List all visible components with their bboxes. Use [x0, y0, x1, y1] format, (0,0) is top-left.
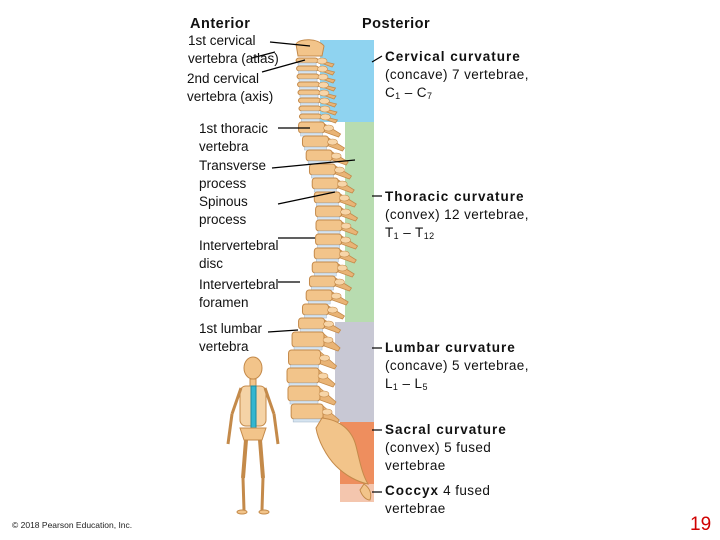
transverse-process	[340, 208, 351, 216]
intervertebral-disc	[292, 418, 322, 423]
sacrum	[315, 417, 370, 485]
vertebra	[290, 403, 324, 420]
vertebra	[308, 275, 336, 288]
transverse-process	[317, 65, 328, 73]
vertebra	[305, 289, 333, 302]
transverse-process	[340, 236, 351, 244]
label-cervical-curvature: Cervical curvature (concave) 7 vertebrae…	[385, 49, 529, 101]
thoracic-region-band	[345, 122, 374, 322]
vertebra	[297, 89, 321, 96]
transverse-process	[334, 166, 345, 174]
vertebra	[315, 205, 343, 218]
vertebra	[297, 81, 321, 88]
transverse-process	[334, 278, 345, 286]
transverse-process	[316, 57, 328, 65]
transverse-process	[319, 105, 331, 113]
copyright-notice: © 2018 Pearson Education, Inc.	[12, 520, 133, 530]
transverse-process	[322, 336, 334, 344]
label-sacral-curvature: Sacral curvature (convex) 5 fused verteb…	[385, 422, 507, 473]
vertebra	[296, 73, 320, 80]
vertebra	[288, 349, 322, 366]
coccyx	[359, 483, 372, 501]
label-thoracic-curvature: Thoracic curvature (convex) 12 vertebrae…	[385, 189, 529, 241]
posterior-header: Posterior	[362, 16, 431, 32]
transverse-process	[330, 292, 342, 300]
transverse-process	[318, 390, 330, 398]
transverse-process	[319, 97, 330, 105]
transverse-process	[338, 250, 350, 258]
transverse-process	[317, 372, 329, 380]
transverse-process	[327, 306, 338, 314]
right-leader-lines	[371, 55, 383, 493]
transverse-process	[330, 152, 342, 160]
vertebra	[298, 105, 322, 112]
vertebra	[298, 113, 322, 120]
lumbar-region-band	[335, 322, 374, 422]
vertebra	[301, 303, 329, 316]
label-lumbar-curvature: Lumbar curvature (concave) 5 vertebrae, …	[385, 340, 529, 392]
transverse-process	[340, 222, 352, 230]
vertebra	[305, 149, 333, 162]
vertebra	[315, 233, 343, 246]
transverse-process	[318, 89, 330, 97]
transverse-process	[338, 194, 350, 202]
transverse-process	[321, 408, 333, 416]
vertebra	[313, 247, 341, 260]
left-leader-lines	[251, 41, 356, 333]
vertebra	[287, 385, 321, 402]
vertebra	[308, 163, 336, 176]
page-number: 19	[690, 514, 712, 535]
transverse-process	[336, 180, 348, 188]
vertebra	[296, 65, 320, 72]
vertebral-column	[286, 39, 359, 424]
transverse-process	[318, 81, 329, 89]
transverse-process	[320, 113, 331, 121]
vertebra	[301, 135, 329, 148]
skeleton-figure	[226, 356, 280, 515]
label-coccyx: Coccyx 4 fused vertebrae	[385, 483, 491, 516]
vertebra	[291, 331, 325, 348]
anterior-header: Anterior	[190, 16, 251, 32]
vertebra	[297, 97, 321, 104]
vertebra	[315, 219, 343, 232]
vertebra	[286, 367, 320, 384]
transverse-process	[317, 73, 329, 81]
transverse-process	[323, 320, 334, 328]
transverse-process	[336, 264, 348, 272]
atlas-vertebra	[295, 39, 325, 57]
vertebra	[311, 261, 339, 274]
vertebra	[298, 317, 326, 330]
transverse-process	[327, 138, 338, 146]
vertebra	[295, 57, 319, 64]
vertebra	[311, 177, 339, 190]
transverse-process	[319, 354, 330, 362]
transverse-process	[323, 124, 334, 132]
